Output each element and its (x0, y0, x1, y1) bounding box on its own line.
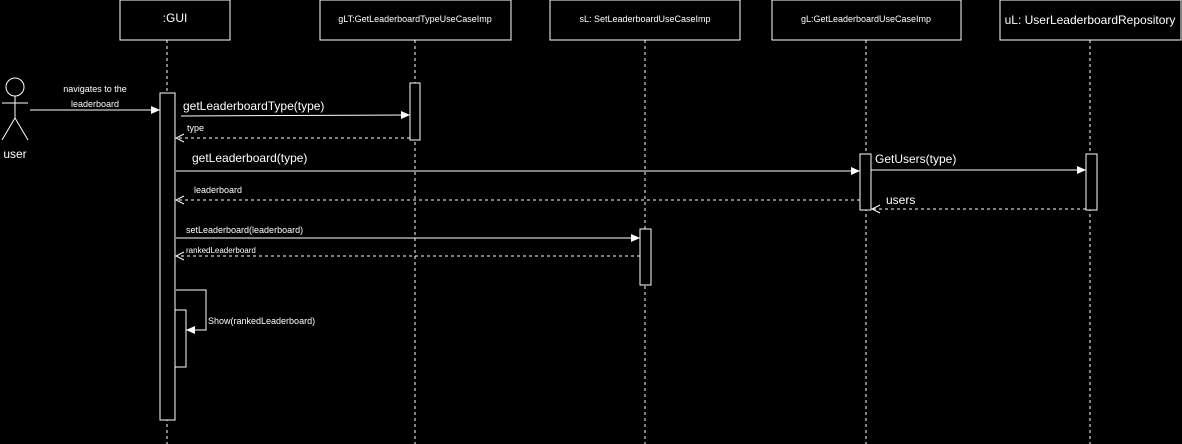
participant-glt[interactable]: gLT:GetLeaderboardTypeUseCaseImp (319, 0, 512, 41)
participant-sl-label: sL: SetLeaderboardUseCaseImp (579, 14, 710, 24)
message-users-return-label: users (886, 193, 915, 207)
participant-gui[interactable]: :GUI (119, 0, 231, 41)
participant-ul[interactable]: uL: UserLeaderboardRepository (999, 0, 1182, 41)
message-leaderboard-return-label: leaderboard (194, 185, 242, 195)
participant-sl[interactable]: sL: SetLeaderboardUseCaseImp (549, 0, 741, 41)
user-actor-label: user (3, 147, 26, 161)
message-ranked-return-label: rankedLeaderboard (186, 246, 256, 255)
message-get-users-label: GetUsers(type) (875, 152, 956, 166)
activation-glt (409, 82, 421, 141)
activation-gl (859, 153, 872, 211)
message-show-label: Show(rankedLeaderboard) (208, 316, 315, 326)
message-navigate-label-line1: navigates to the (63, 84, 127, 94)
participant-glt-label: gLT:GetLeaderboardTypeUseCaseImp (338, 14, 491, 24)
participant-gui-label: :GUI (163, 11, 188, 25)
participant-gl[interactable]: gL:GetLeaderboardUseCaseImp (771, 0, 962, 41)
message-get-leaderboard-label: getLeaderboard(type) (192, 151, 307, 165)
activation-ul (1085, 153, 1098, 211)
message-type-return-label: type (187, 123, 204, 133)
activation-sl (639, 228, 652, 286)
participant-ul-label: uL: UserLeaderboardRepository (1005, 13, 1176, 27)
message-get-type-label: getLeaderboardType(type) (183, 99, 324, 113)
user-actor[interactable]: user (1, 77, 29, 161)
activation-gui-self (174, 309, 187, 368)
message-get-type-arrow (180, 111, 411, 120)
message-navigate-label-line2: leaderboard (71, 99, 119, 109)
participant-gl-label: gL:GetLeaderboardUseCaseImp (801, 14, 931, 24)
message-set-leaderboard-label: setLeaderboard(leaderboard) (186, 225, 303, 235)
activation-gui (159, 92, 176, 421)
message-show-arrow (176, 289, 207, 334)
